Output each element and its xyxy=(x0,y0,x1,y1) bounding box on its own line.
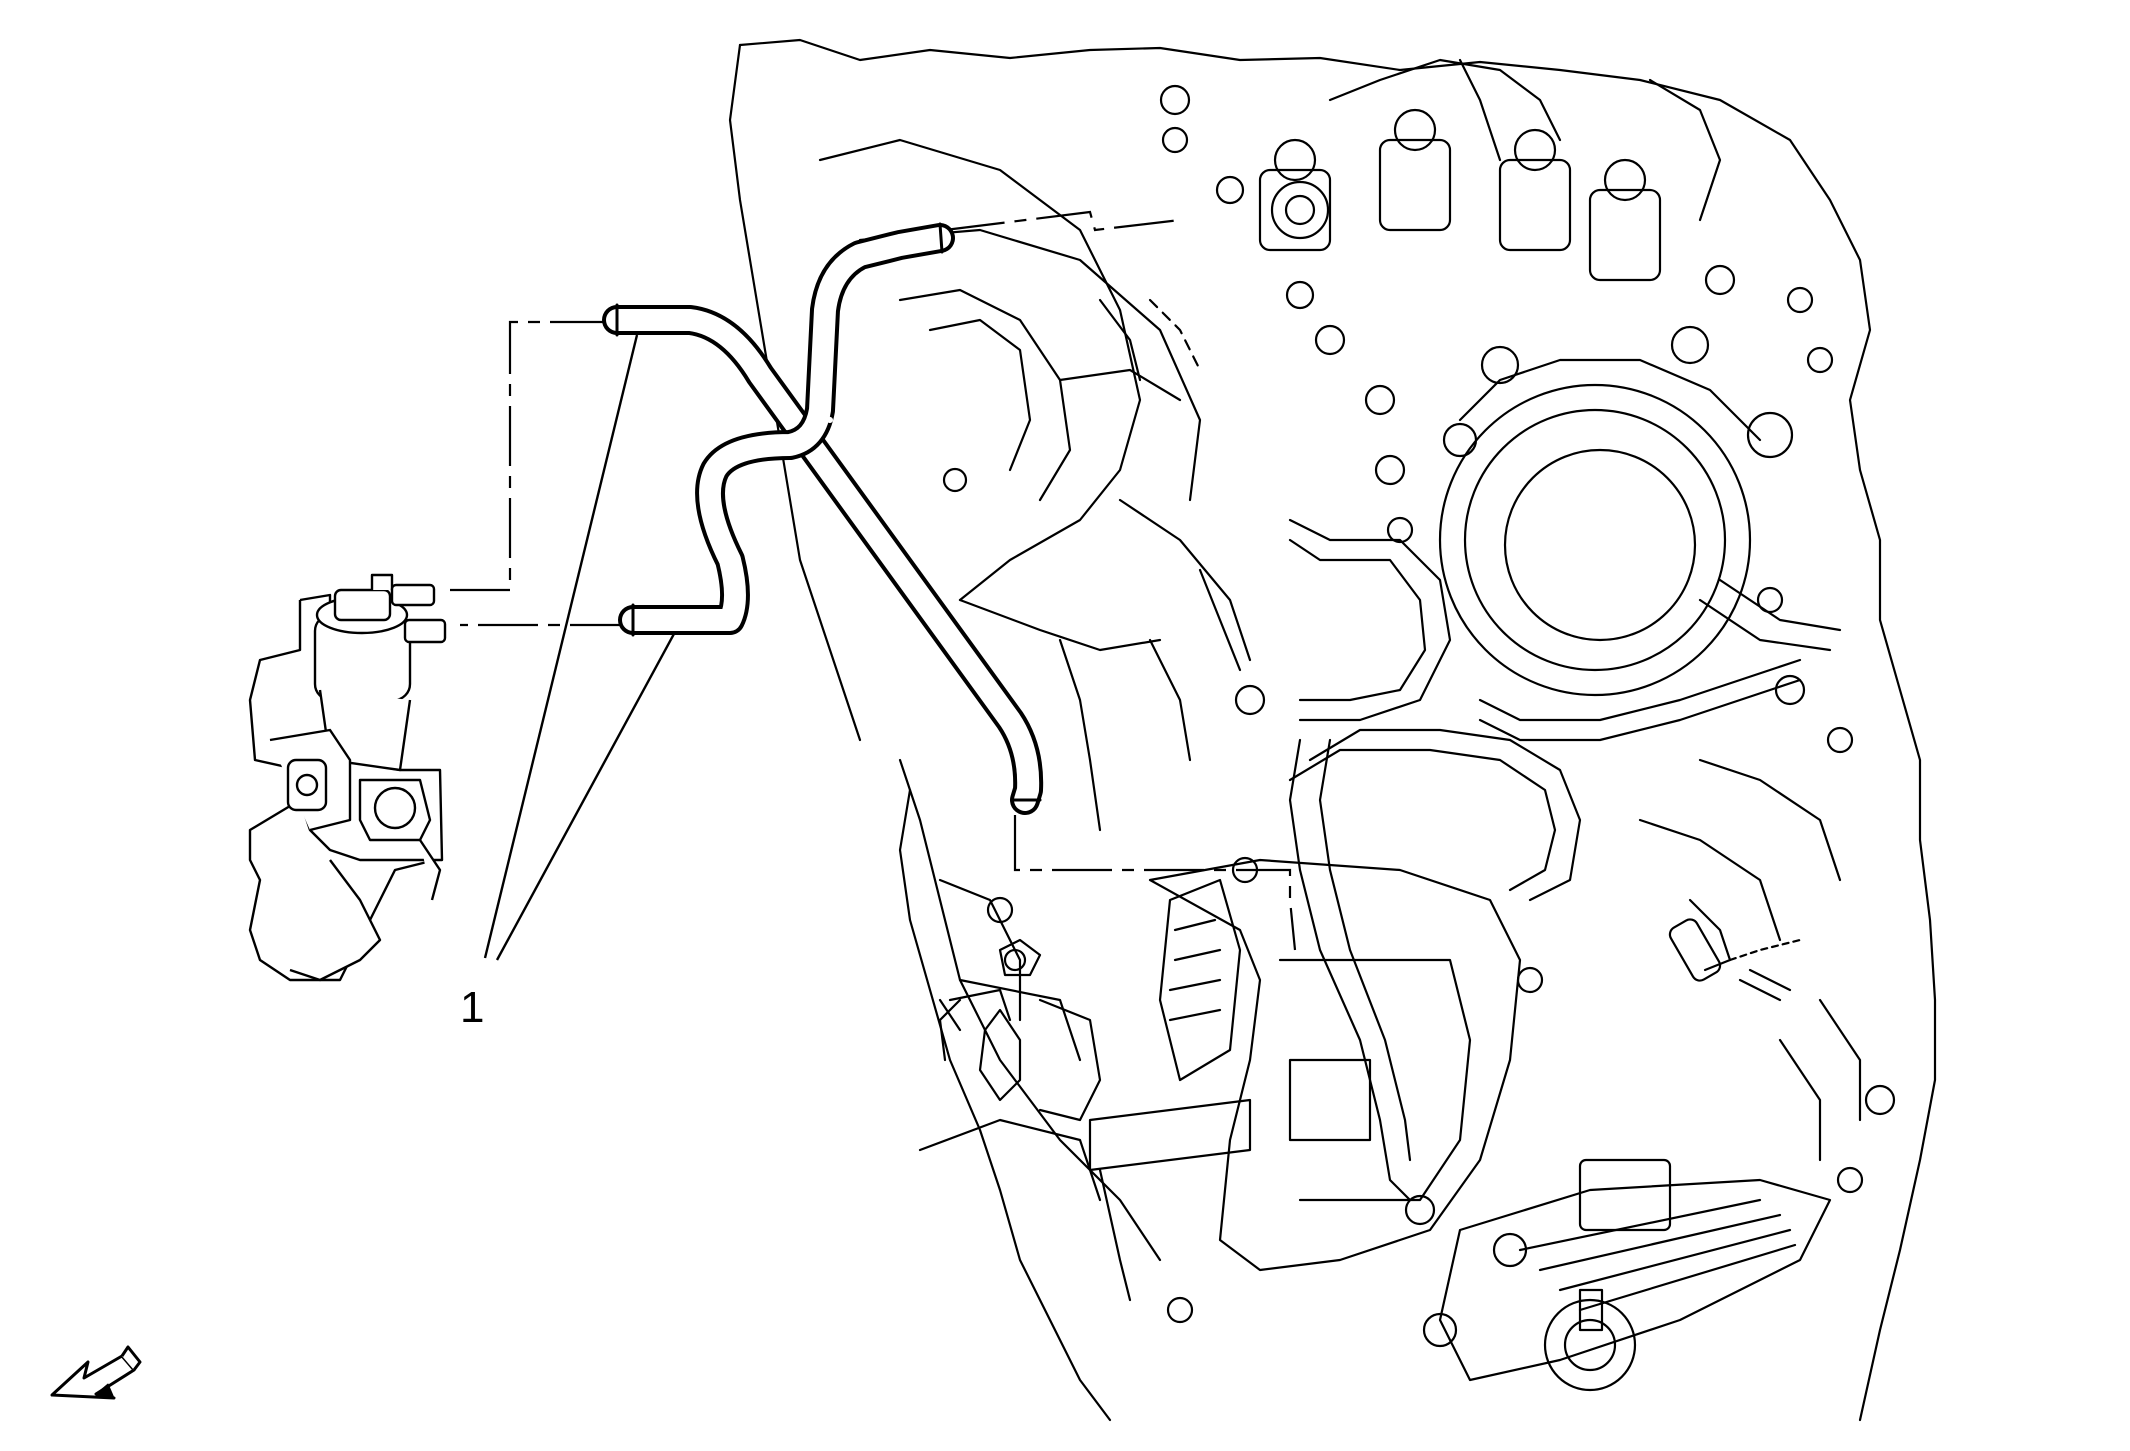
hose-assembly xyxy=(602,222,1044,815)
connection-leaders xyxy=(440,210,1297,951)
callout-1 xyxy=(483,334,677,961)
callout-1-leader-b xyxy=(495,631,677,961)
hose-b-fill xyxy=(622,227,951,631)
callout-1-leader-a xyxy=(483,334,639,959)
leader-top-hose xyxy=(944,210,1181,232)
leader-bottom-hose xyxy=(1013,815,1297,951)
solenoid-valve xyxy=(248,573,447,982)
leader-upper-port xyxy=(440,320,610,592)
bolts xyxy=(942,84,1896,1348)
callout-1-label: 1 xyxy=(460,983,484,1032)
arrow-forward-view-icon xyxy=(50,1345,142,1400)
hose-a-fill xyxy=(606,309,1040,811)
engine-assembly xyxy=(728,38,1937,1422)
